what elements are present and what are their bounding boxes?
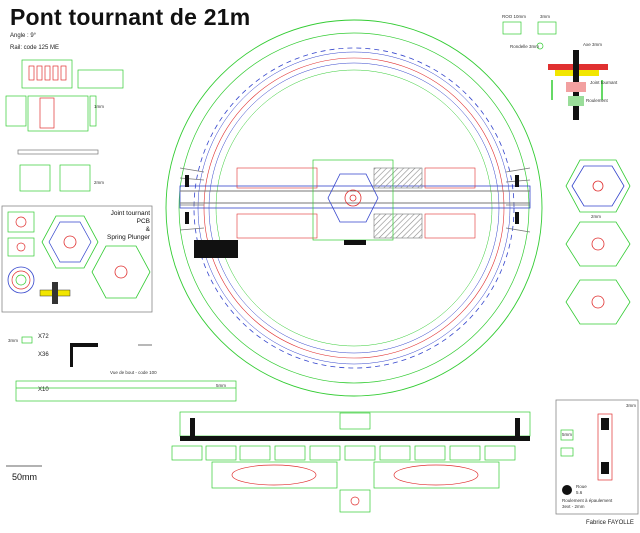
bearing-legend-1: Roulement à épaulement [562,498,613,503]
panel-label-spring: Spring Plunger [107,234,150,241]
axle-label: Axe 3mm [583,42,603,47]
author-credit: Fabrice FAYOLLE [586,520,634,526]
scale-label: 50mm [12,472,38,482]
dim-2mm-right: 2mm [591,214,601,219]
roller-detail-panel [555,399,639,515]
page-title: Pont tournant de 21m [10,4,251,30]
part-count-x10: X10 [38,387,49,393]
right-hex-parts [565,159,631,325]
panel-label-amp: & [145,226,150,233]
bearing-legend-2: 3ext - 2mm [562,504,585,509]
dim-3mm-top: 3mm [540,14,550,19]
end-view-note: Vue de bout - code 100 [110,370,157,375]
part-count-x36: X36 [38,352,49,358]
wheel-10mm-label: ROO 10mm [502,14,527,19]
angle-note: Angle : 9° [10,33,37,39]
lower-left-parts [15,336,237,402]
dim-2mm-left: 2mm [94,180,104,185]
dim-3mm: 3mm [8,338,18,343]
wheel-legend-1: Roue [576,484,587,489]
dim-3mm-panel: 3mm [626,403,636,408]
bridge-elevation [171,411,531,513]
part-count-x72: X72 [38,334,49,340]
dim-5mm: 5mm [216,383,226,388]
upper-left-parts [5,59,124,192]
panel-label-joint: Joint tournant [110,210,150,217]
rail-note: Rail: code 125 ME [10,45,60,51]
dim-5mm-panel: 5mm [562,432,572,437]
washer-label: Rondelle 3mm [510,44,540,49]
joint-detail-panel [1,205,153,313]
bridge-deck [179,159,531,258]
rotary-joint-label: Joint tournant [590,80,618,85]
pivot-assembly [502,21,608,120]
wheel-legend-2: 5.6 [576,490,583,495]
dim-1mm: 1mm [94,104,104,109]
panel-label-pcb: PCB [136,218,150,225]
bearing-label: Roulement [586,98,608,103]
